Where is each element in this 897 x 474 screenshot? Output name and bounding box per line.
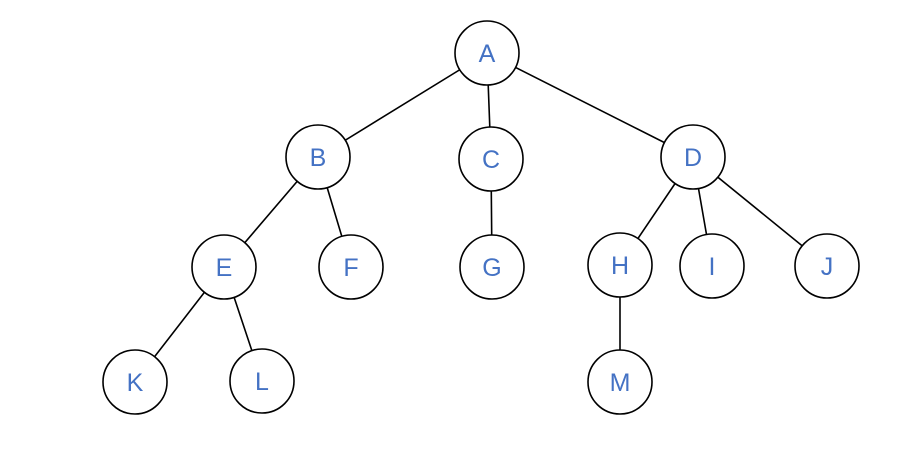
tree-node-F: F [318,234,384,300]
tree-edge-A-B [317,52,488,158]
node-circle-E [191,234,257,300]
node-label-H: H [611,252,629,280]
node-circle-L [229,348,295,414]
node-label-M: M [610,369,631,397]
node-label-A: A [479,40,496,68]
node-label-L: L [255,368,269,396]
node-label-C: C [482,146,500,174]
tree-node-G: G [459,234,525,300]
tree-node-H: H [587,232,653,298]
node-circle-K [102,349,168,415]
node-label-E: E [216,254,233,282]
node-circle-F [318,234,384,300]
tree-node-L: L [229,348,295,414]
node-circle-G [459,234,525,300]
node-label-D: D [684,144,702,172]
node-label-K: K [127,369,144,397]
node-circle-J [794,233,860,299]
tree-edge-A-D [486,52,694,158]
node-label-I: I [709,253,716,281]
tree-node-C: C [458,126,524,192]
node-circle-D [660,124,726,190]
node-label-B: B [310,144,327,172]
node-circle-C [458,126,524,192]
node-label-J: J [821,253,834,281]
tree-node-E: E [191,234,257,300]
node-label-G: G [482,254,501,282]
tree-node-K: K [102,349,168,415]
tree-node-J: J [794,233,860,299]
node-label-F: F [343,254,358,282]
node-circle-M [587,349,653,415]
node-circle-B [285,124,351,190]
node-circle-H [587,232,653,298]
node-circle-I [679,233,745,299]
tree-node-I: I [679,233,745,299]
tree-node-A: A [454,20,520,86]
node-circle-A [454,20,520,86]
tree-node-B: B [285,124,351,190]
tree-node-D: D [660,124,726,190]
tree-node-M: M [587,349,653,415]
